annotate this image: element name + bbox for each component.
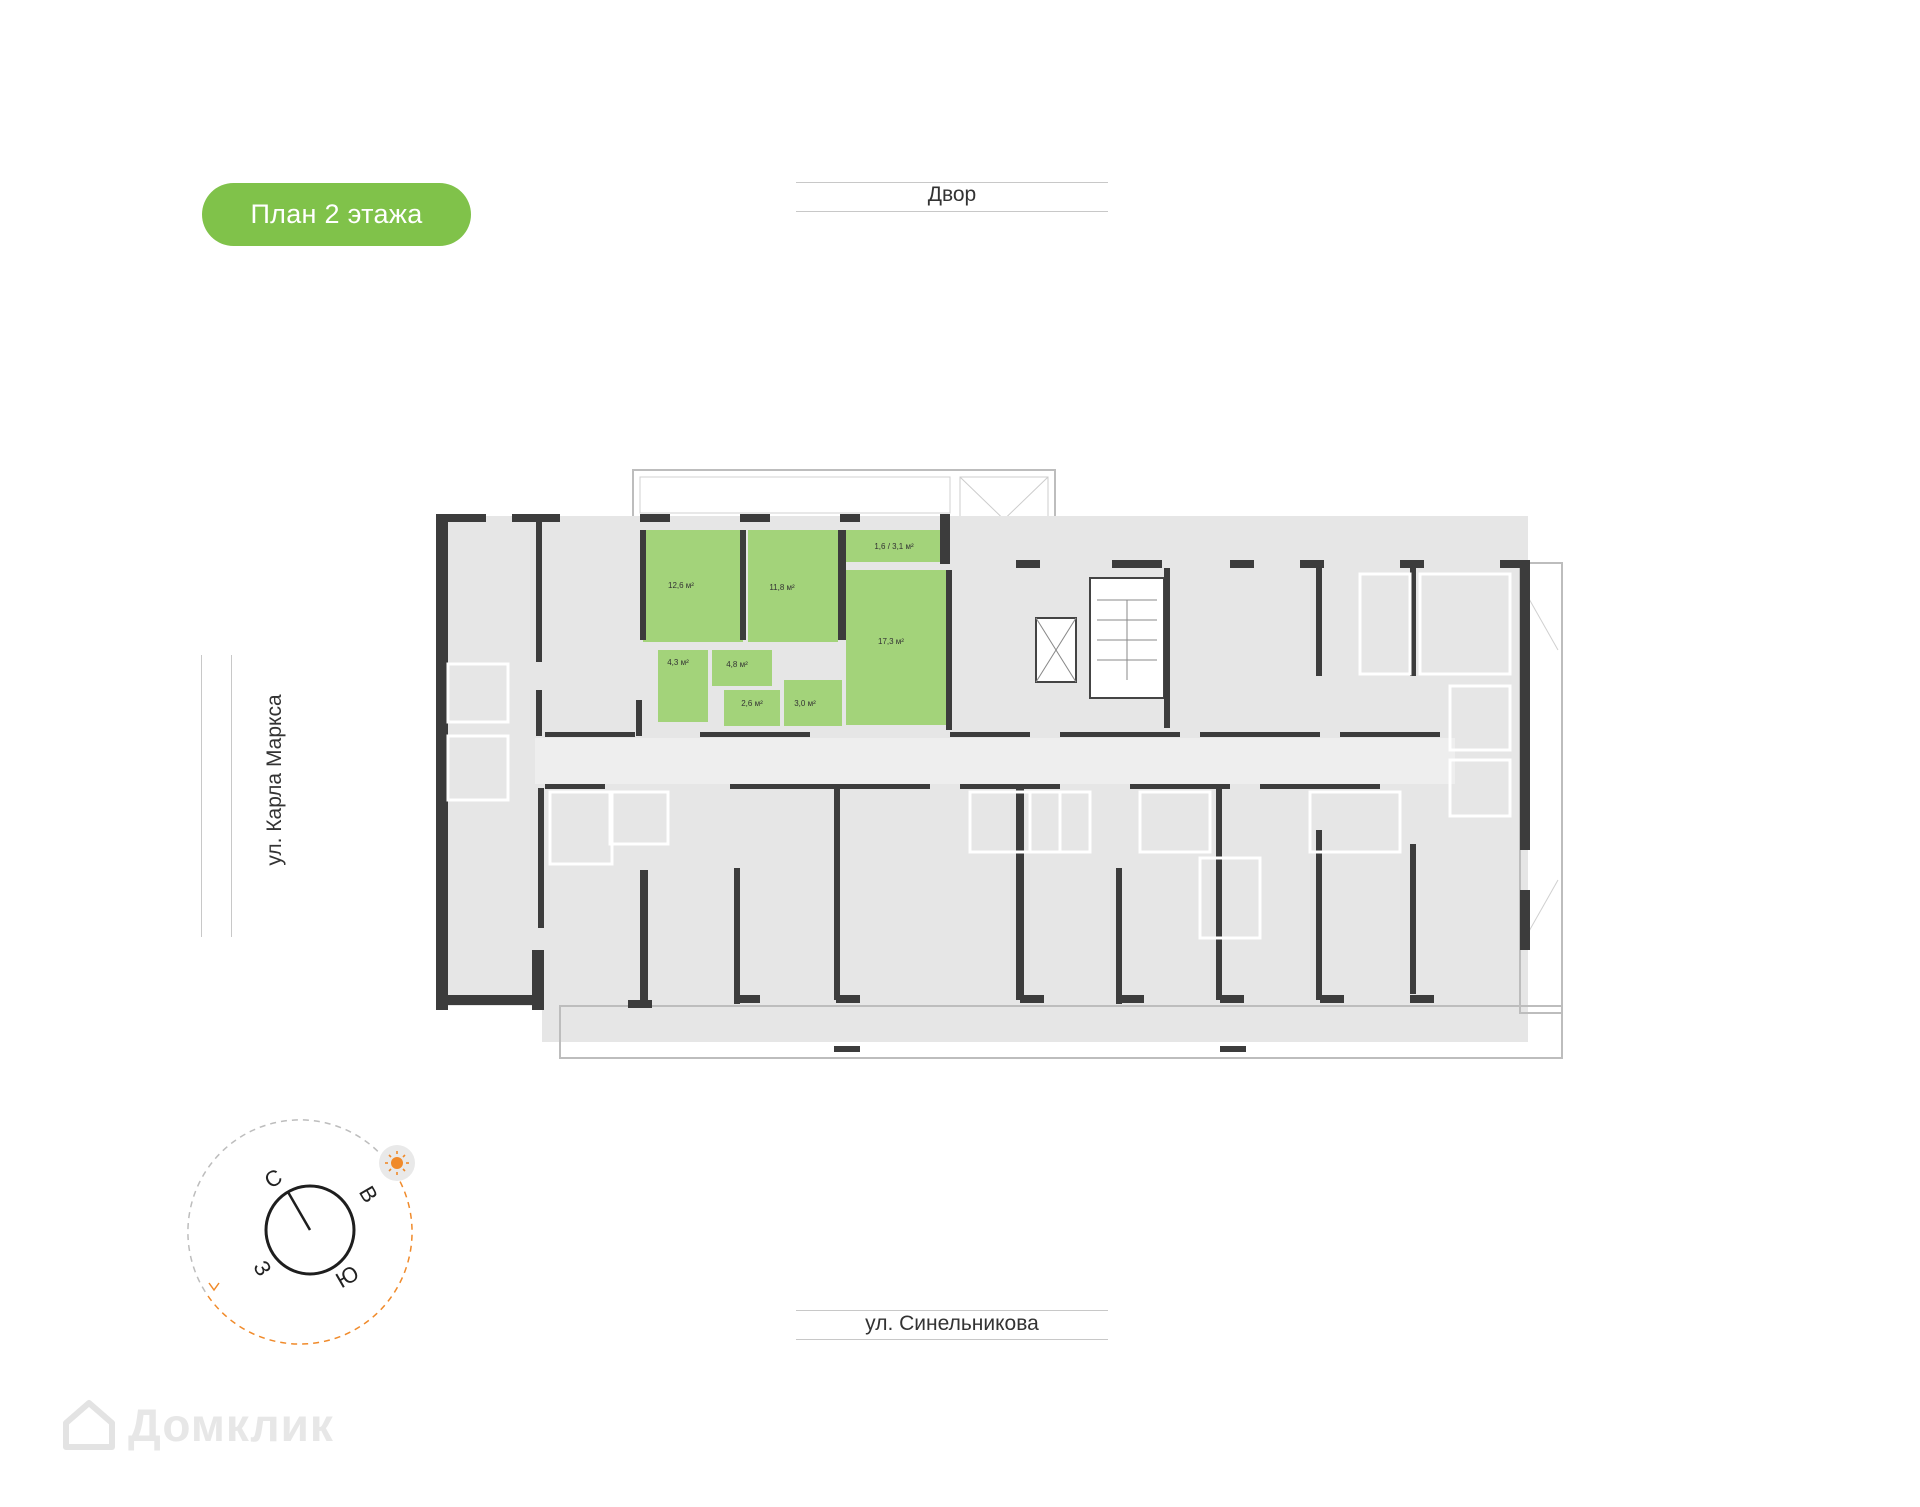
corridor	[535, 738, 1455, 784]
room-2	[748, 530, 838, 642]
room-4-label: 4,3 м²	[667, 658, 689, 667]
compass-east: В	[354, 1182, 383, 1207]
street-label-top: Двор	[927, 183, 977, 206]
street-bottom-line	[796, 1310, 1108, 1311]
street-bottom-line-2	[796, 1339, 1108, 1340]
unit-partitions	[446, 572, 1512, 940]
terrace-top-rail	[639, 476, 951, 514]
interior-walls	[536, 522, 1440, 1004]
compass-west: З	[248, 1256, 276, 1280]
room-6-label: 2,6 м²	[741, 699, 763, 708]
room-2-label: 11,8 м²	[769, 583, 795, 592]
room-3	[846, 570, 948, 725]
room-5	[712, 650, 772, 686]
floor-badge: План 2 этажа	[202, 183, 471, 246]
street-top-line-2	[796, 211, 1108, 212]
street-label-bottom: ул. Синельникова	[865, 1312, 1039, 1335]
room-7	[784, 680, 842, 726]
room-1	[643, 530, 743, 642]
exterior-walls	[436, 514, 1530, 1052]
house-logo-icon	[63, 1400, 115, 1450]
room-6	[724, 690, 780, 726]
room-7-label: 3,0 м²	[794, 699, 816, 708]
street-top-line	[796, 182, 1108, 183]
selected-apartment[interactable]	[643, 530, 948, 726]
floor-badge-label: План 2 этажа	[250, 199, 423, 229]
balcony-label: 1,6 / 3,1 м²	[874, 542, 914, 551]
room-4	[658, 650, 708, 722]
compass: С В Ю З	[187, 1119, 415, 1345]
room-3-label: 17,3 м²	[878, 637, 904, 646]
street-left-line	[201, 655, 202, 937]
compass-north: С	[260, 1164, 286, 1194]
street-left-line-2	[231, 655, 232, 937]
room-5-label: 4,8 м²	[726, 660, 748, 669]
room-1-label: 12,6 м²	[668, 581, 694, 590]
watermark: Домклик	[62, 1398, 334, 1452]
terrace-bottom	[559, 1005, 1563, 1059]
sun-icon	[385, 1151, 409, 1175]
compass-needle	[286, 1191, 312, 1231]
watermark-text: Домклик	[128, 1399, 334, 1451]
balcony	[846, 530, 942, 562]
